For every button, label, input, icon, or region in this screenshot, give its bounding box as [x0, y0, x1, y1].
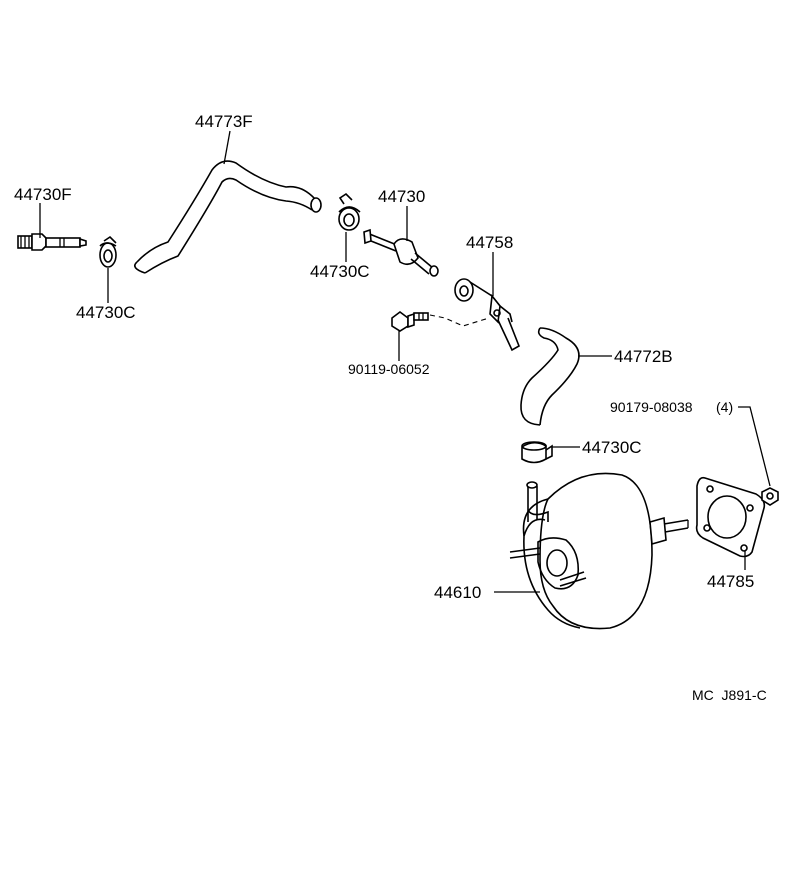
fitting-44730F	[17, 233, 87, 251]
label-44730C-lower: 44730C	[582, 438, 642, 457]
clip-44730C-middle	[338, 192, 361, 231]
gasket-44785	[695, 476, 766, 558]
bracket-44758	[454, 278, 520, 352]
check-valve-44730	[363, 228, 439, 277]
hose-44773F	[134, 160, 322, 274]
label-44730F: 44730F	[14, 185, 72, 204]
label-90179-08038: 90179-08038	[610, 399, 693, 415]
hose-44772B	[520, 327, 580, 426]
label-44610: 44610	[434, 583, 481, 602]
brake-booster-44610	[509, 472, 689, 630]
diagram-code: MC J891-C	[692, 687, 767, 703]
label-44730C-left: 44730C	[76, 303, 136, 322]
nut-90179-08038	[761, 487, 779, 506]
clip-44730C-lower	[521, 441, 553, 464]
clip-44730C-left	[99, 235, 117, 268]
label-44772B: 44772B	[614, 347, 673, 366]
label-44730C-middle: 44730C	[310, 262, 370, 281]
label-44773F: 44773F	[195, 112, 253, 131]
label-44730: 44730	[378, 187, 425, 206]
leader-lines	[39, 130, 771, 593]
label-90119-06052: 90119-06052	[348, 361, 430, 377]
label-44785: 44785	[707, 572, 754, 591]
label-90179-qty: (4)	[716, 399, 733, 415]
label-44758: 44758	[466, 233, 513, 252]
bolt-90119-06052	[391, 311, 490, 332]
